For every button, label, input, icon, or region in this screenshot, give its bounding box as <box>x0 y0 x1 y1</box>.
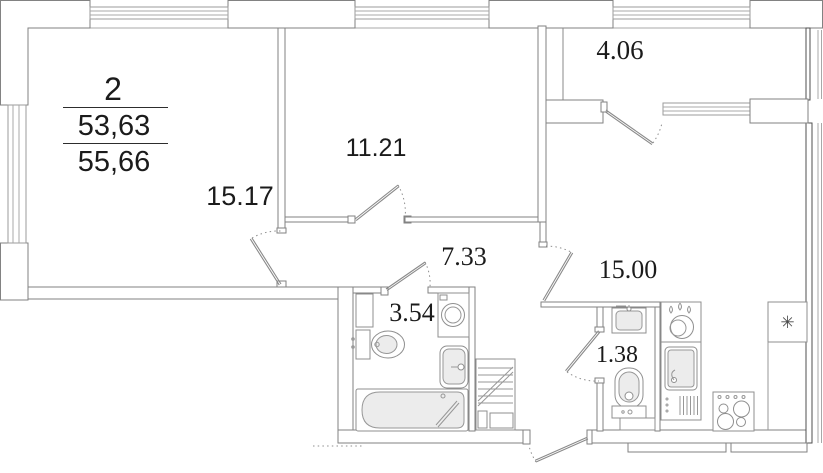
windows <box>7 6 751 244</box>
door-bathroom <box>385 261 431 292</box>
labels: 2 53,63 55,66 15.17 11.21 4.06 7.33 3.54… <box>63 35 657 368</box>
window-living-top <box>89 6 229 20</box>
balcony-structure <box>540 27 811 124</box>
window-balcony-kitchen <box>662 102 751 116</box>
kitchen-sink <box>660 341 702 421</box>
outside-structures <box>313 30 822 453</box>
wall-under-balcony-right <box>749 98 809 124</box>
wall-bottom-living <box>27 286 354 300</box>
fridge: ✳ <box>767 301 808 343</box>
wall-wc-right <box>654 306 661 432</box>
corridor-wall-segment <box>730 442 808 453</box>
apartment-area-bottom: 55,66 <box>78 146 151 178</box>
room-area-living: 15.17 <box>206 181 274 211</box>
wall-left-lower <box>0 242 29 301</box>
wall-cap <box>276 280 287 288</box>
adjacent-edge-lines <box>817 30 822 443</box>
wall-cap <box>594 326 605 333</box>
door-entrance <box>528 436 589 463</box>
wall-bathroom-left <box>337 286 354 444</box>
door-post <box>600 101 608 113</box>
wall-living-bedroom <box>277 27 286 229</box>
wall-cap <box>538 241 548 248</box>
bathtub <box>355 388 469 432</box>
wall-bedroom-bottom-right <box>404 216 539 223</box>
wc-sink <box>611 305 647 334</box>
wall-bedroom-bottom-left <box>284 216 356 223</box>
apartment-number: 2 <box>104 71 122 107</box>
window-living-left <box>7 104 27 244</box>
toilet <box>351 329 405 360</box>
wall-under-balcony-left <box>540 99 604 124</box>
wall-top-b <box>227 0 356 29</box>
wall-bathroom-right <box>468 286 476 432</box>
stove <box>712 391 755 432</box>
door-wc <box>565 330 601 382</box>
wall-kitchen-right <box>805 122 813 444</box>
wall-top-c <box>488 0 614 29</box>
room-area-balcony: 4.06 <box>596 35 643 65</box>
wall-cap <box>276 227 287 234</box>
bathroom-fixtures <box>351 292 470 432</box>
ventilation-shaft <box>475 358 516 431</box>
water-heater <box>660 301 702 343</box>
room-area-bedroom: 11.21 <box>346 134 407 162</box>
wall-wc-top <box>540 301 661 308</box>
wall-top-d <box>749 0 823 29</box>
kitchen-fixtures: ✳ <box>660 301 808 432</box>
wall-bathroom-top-right <box>427 286 470 294</box>
wall-cap <box>594 377 605 384</box>
wc-toilet <box>611 367 656 431</box>
door-post <box>380 286 389 296</box>
wall-kitchen-stub <box>539 221 547 244</box>
door-living-room <box>249 230 282 286</box>
door-post <box>347 215 356 224</box>
wall-bottom-mid <box>337 429 531 444</box>
cabinet <box>355 293 374 328</box>
bathroom-sink <box>439 345 469 389</box>
exterior-walls <box>0 0 823 444</box>
wc-fixtures <box>611 305 656 431</box>
entrance-post-right <box>586 429 593 445</box>
door-balcony <box>604 109 663 146</box>
washing-machine <box>437 292 470 338</box>
doors <box>249 109 663 463</box>
pillar-top-left <box>0 0 91 106</box>
entrance-post-left <box>522 429 531 445</box>
room-area-wc: 1.38 <box>596 342 638 368</box>
window-bedroom-top <box>354 6 490 20</box>
room-area-bathroom: 3.54 <box>389 298 435 327</box>
fridge-snowflake-icon: ✳ <box>780 313 794 333</box>
apartment-area-top: 53,63 <box>78 110 151 142</box>
door-bedroom <box>354 184 406 222</box>
wall-bathroom-top-left <box>352 286 383 294</box>
corridor-wall-segment <box>627 442 727 453</box>
window-balcony-top <box>612 6 751 20</box>
balcony-right-edge <box>805 27 811 101</box>
door-kitchen <box>542 245 574 302</box>
wall-bottom-right <box>591 429 807 444</box>
room-area-hallway: 7.33 <box>441 242 487 271</box>
wall-wc-left-lower <box>596 382 604 432</box>
wall-wc-left-upper <box>596 306 604 329</box>
interior-walls <box>276 25 661 445</box>
apartment-info-card: 2 53,63 55,66 <box>63 71 168 178</box>
room-area-kitchen: 15.00 <box>599 255 658 284</box>
wall-bedroom-kitchen <box>537 25 547 223</box>
